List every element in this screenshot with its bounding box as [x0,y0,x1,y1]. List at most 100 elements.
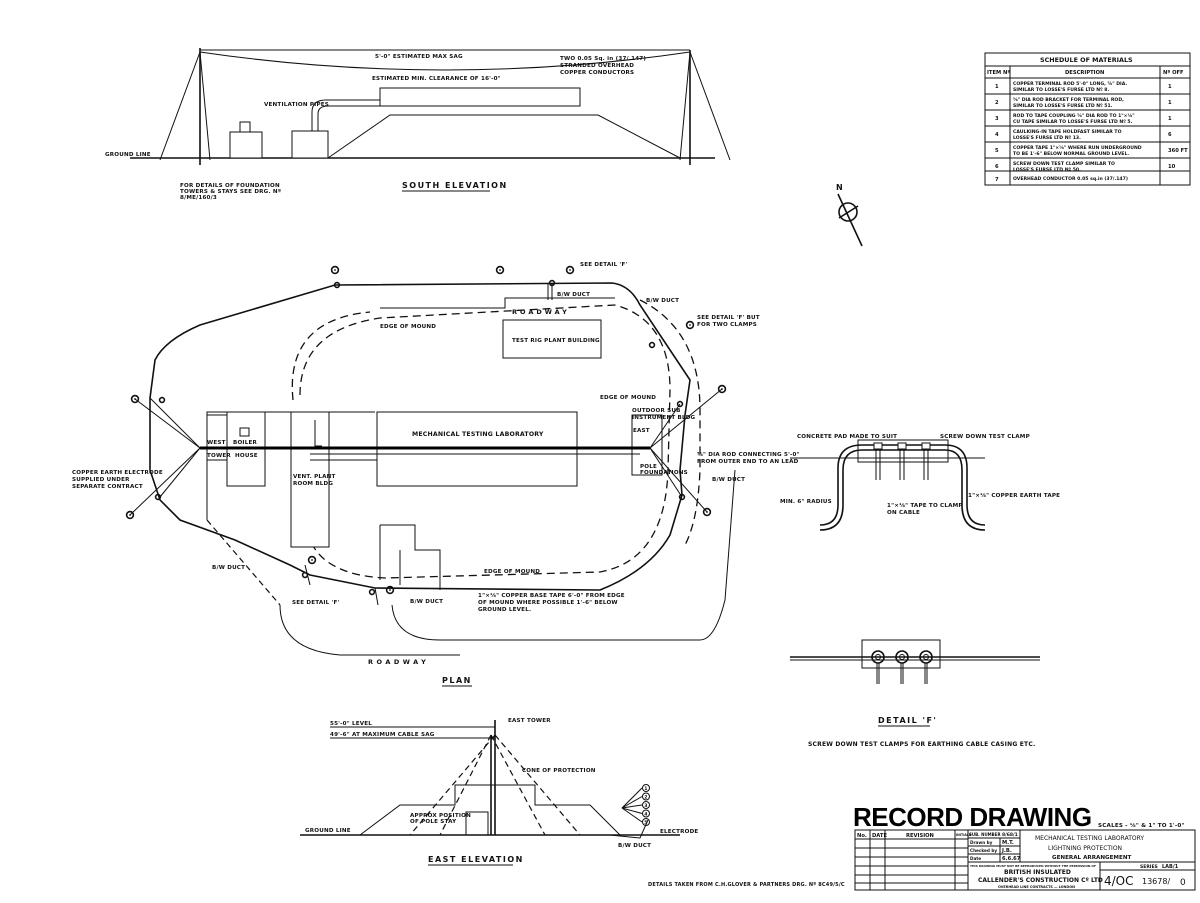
plan-title: PLAN [442,676,472,685]
earth-tape-label: 1"×⅛" COPPER EARTH TAPE [968,493,1060,499]
schedule-title: SCHEDULE OF MATERIALS [1040,56,1133,64]
date-value: 6.6.67 [1002,856,1021,862]
schedule-item-qty: 10 [1168,164,1176,170]
schedule-item-desc-2: SIMILAR TO LOSSE'S FURSE LTD Nº 51. [1013,103,1113,109]
electrode-marker [495,265,505,275]
pole-foundations-2: FOUNDATIONS [640,470,688,476]
schedule-header-qty: Nº OFF [1163,70,1184,76]
east-marker-leader [621,796,643,809]
electrode-marker-dot [689,324,691,326]
footer-note: DETAILS TAKEN FROM C.H.GLOVER & PARTNERS… [648,882,845,888]
schedule-item-qty: 6 [1168,132,1172,138]
east-tower-label: EAST TOWER [508,718,551,724]
east-marker-leader [621,807,643,823]
foundation-note-1: FOR DETAILS OF FOUNDATION [180,183,280,189]
col-initials: INITIALS [956,833,972,837]
west-tower-label: WEST [207,440,226,446]
scales-label: SCALES - ⅛" & 1" TO 1'-0" [1098,823,1185,829]
level-49-label: 49'-6" AT MAXIMUM CABLE SAG [330,732,435,738]
schedule-header-desc: DESCRIPTION [1065,70,1104,76]
east-marker-leader [621,807,643,814]
rod-note-1: ⅝" DIA ROD CONNECTING 5'-0" [697,452,800,458]
east-marker-circle [642,792,650,801]
title-line-2: LIGHTNING PROTECTION [1048,845,1122,852]
drawing-suffix: 0 [1180,878,1186,888]
tape-note-2: OF MOUND WHERE POSSIBLE 1'-6" BELOW [478,600,618,606]
electrode-marker [333,281,341,289]
schedule-item-number: 1 [995,84,999,90]
foundation-note-3: 8/ME/160/3 [180,195,217,201]
east-marker-circle [642,818,650,826]
clamp-bolt [875,654,881,660]
schedule-item-desc-2: LOSSE'S FURSE LTD Nº 13. [1013,135,1081,141]
sub-no-label: SUB. NUMBER [969,832,1001,837]
electrode-marker [717,384,727,394]
schedule-item-number: 6 [995,164,999,170]
electrode-marker [548,279,556,287]
electrode-marker-dot [389,589,391,591]
east-marker-leader [621,804,643,809]
west-tower-label-2: TOWER [207,453,231,459]
south-elevation: 5'-0" ESTIMATED MAX SAG ESTIMATED MIN. C… [105,48,731,201]
clearance-label: ESTIMATED MIN. CLEARANCE OF 16'-0" [372,76,501,82]
east-marker-number: 2 [644,794,647,800]
rod-note-2: FROM OUTER END TO AN LEAD [697,459,799,465]
electrode-marker [125,510,135,520]
clamp-bolt [923,654,929,660]
schedule-item-desc: ⅝" DIA ROD BRACKET FOR TERMINAL ROD, [1013,97,1124,103]
north-arrow: N [836,183,863,247]
electrode-marker-dot [311,559,313,561]
schedule-item-number: 3 [995,116,999,122]
electrode-label: ELECTRODE [660,829,698,835]
edge-mound-bottom-label: EDGE OF MOUND [484,569,540,575]
col-revision: REVISION [906,833,934,839]
schedule-item-desc: COPPER TERMINAL ROD 5'-0" LONG, ⅝" DIA. [1013,81,1127,87]
copper-earth-3: SEPARATE CONTRACT [72,484,143,490]
col-no: No. [857,833,867,839]
electrode-marker [702,507,712,517]
schedule-item-desc: SCREW DOWN TEST CLAMP SIMILAR TO [1013,161,1115,167]
bw-duct-right-label: B/W DUCT [646,298,679,304]
clamp-head [873,442,883,450]
electrode-marker [676,400,684,408]
drawn-value: M.T. [1002,840,1014,846]
east-marker-circle [642,801,650,809]
series-label: SERIES [1140,864,1158,870]
ground-line-label: GROUND LINE [105,152,151,158]
concrete-pad-label: CONCRETE PAD MADE TO SUIT [797,434,897,440]
detail-f-title: DETAIL 'F' [878,716,937,725]
cone-label: CONE OF PROTECTION [522,768,596,774]
title-line-3: GENERAL ARRANGEMENT [1052,855,1131,861]
clamp-head [921,442,931,450]
electrode-marker [154,493,162,501]
outdoor-label-2: INSTRUMENT BLDG [632,415,696,421]
clamp-bolts-top [873,442,931,480]
edge-mound-top-label: EDGE OF MOUND [380,324,436,330]
checked-value: J.B. [1001,848,1012,854]
vent-plant-label-2: ROOM BLDG [293,481,333,487]
title-block: No. DATE REVISION INITIALS SUB. NUMBER 8… [854,829,1196,891]
copyright-note: THIS DRAWING MUST NOT BE REPRODUCED WITH… [970,864,1096,868]
tape-clamp-2: ON CABLE [887,510,920,516]
east-duct-label: B/W DUCT [618,843,651,849]
company-line-1: BRITISH INSULATED [1004,869,1071,876]
tape-note-1: 1"×⅛" COPPER BASE TAPE 6'-0" FROM EDGE [478,593,625,599]
test-clamp-label: SCREW DOWN TEST CLAMP [940,434,1030,440]
test-rig-label: TEST RIG PLANT BUILDING [512,338,600,344]
series-value: LAB/1 [1162,864,1179,870]
electrode-marker-dot [499,269,501,271]
bw-duct-bottom-label: B/W DUCT [410,599,443,605]
electrode-marker-dot [706,511,708,513]
schedule-item-desc: COPPER TAPE 1"×⅛" WHERE RUN UNDERGROUND [1013,145,1142,151]
electrode-marker [301,571,309,579]
schedule-item-qty: 1 [1168,116,1172,122]
record-drawing-stamp: RECORD DRAWING [853,802,1092,832]
conductor-label-1: TWO 0.05 Sq. in (37/.147) [560,56,646,62]
electrode-marker [565,265,575,275]
copper-earth-1: COPPER EARTH ELECTRODE [72,470,163,476]
col-date: DATE [872,833,887,839]
electrode-marker [158,396,166,404]
stay-label-2: OF POLE STAY [410,819,457,825]
date-label: Date [970,856,981,861]
